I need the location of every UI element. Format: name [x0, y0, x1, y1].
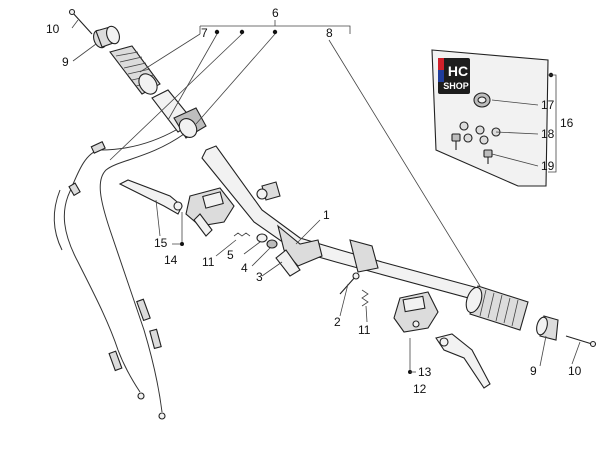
callout-11-right: 11 [358, 323, 371, 337]
left-grip [109, 45, 161, 95]
callout-3: 3 [256, 270, 263, 284]
callout-16: 16 [560, 116, 574, 130]
right-brake-lever [435, 333, 491, 389]
callout-10-right: 10 [568, 364, 582, 378]
callout-11-left: 11 [202, 255, 215, 269]
callout-8: 8 [326, 26, 333, 40]
callout-13: 13 [418, 365, 432, 379]
callout-6: 6 [272, 6, 279, 20]
right-bolt [339, 272, 360, 295]
callout-18: 18 [541, 127, 555, 141]
callout-14: 14 [164, 253, 178, 267]
right-spring [361, 289, 369, 307]
right-grip [465, 285, 529, 331]
callout-9-right: 9 [530, 364, 537, 378]
callout-5: 5 [227, 248, 234, 262]
right-master-cylinder [393, 291, 439, 333]
callout-17: 17 [541, 98, 555, 112]
callout-7: 7 [201, 26, 208, 40]
callout-12: 12 [413, 382, 427, 396]
throttle-tube [151, 89, 207, 139]
leader-lines [71, 19, 581, 374]
left-bar-end-screw [68, 8, 93, 35]
callout-10-left: 10 [46, 22, 60, 36]
left-master-cylinder [185, 187, 235, 237]
callout-15: 15 [154, 236, 168, 250]
right-bar-end-screw [565, 335, 597, 348]
logo-line1: HC [448, 63, 468, 79]
left-bar-end-weight [93, 25, 120, 49]
callout-1: 1 [323, 208, 330, 222]
left-brake-lever [118, 179, 183, 215]
callout-2: 2 [334, 315, 341, 329]
callout-9-left: 9 [62, 55, 69, 69]
callout-labels: 6 7 8 10 9 1 2 3 4 5 11 11 15 14 13 12 9… [46, 6, 582, 396]
left-small-parts [233, 232, 301, 277]
right-bar-end-weight [536, 315, 559, 341]
throttle-cables [53, 129, 185, 420]
hc-shop-logo: HC SHOP [438, 58, 470, 94]
logo-line2: SHOP [443, 81, 469, 91]
group-bracket-6 [199, 20, 351, 35]
handlebar [201, 145, 479, 301]
callout-19: 19 [541, 159, 555, 173]
callout-4: 4 [241, 261, 248, 275]
